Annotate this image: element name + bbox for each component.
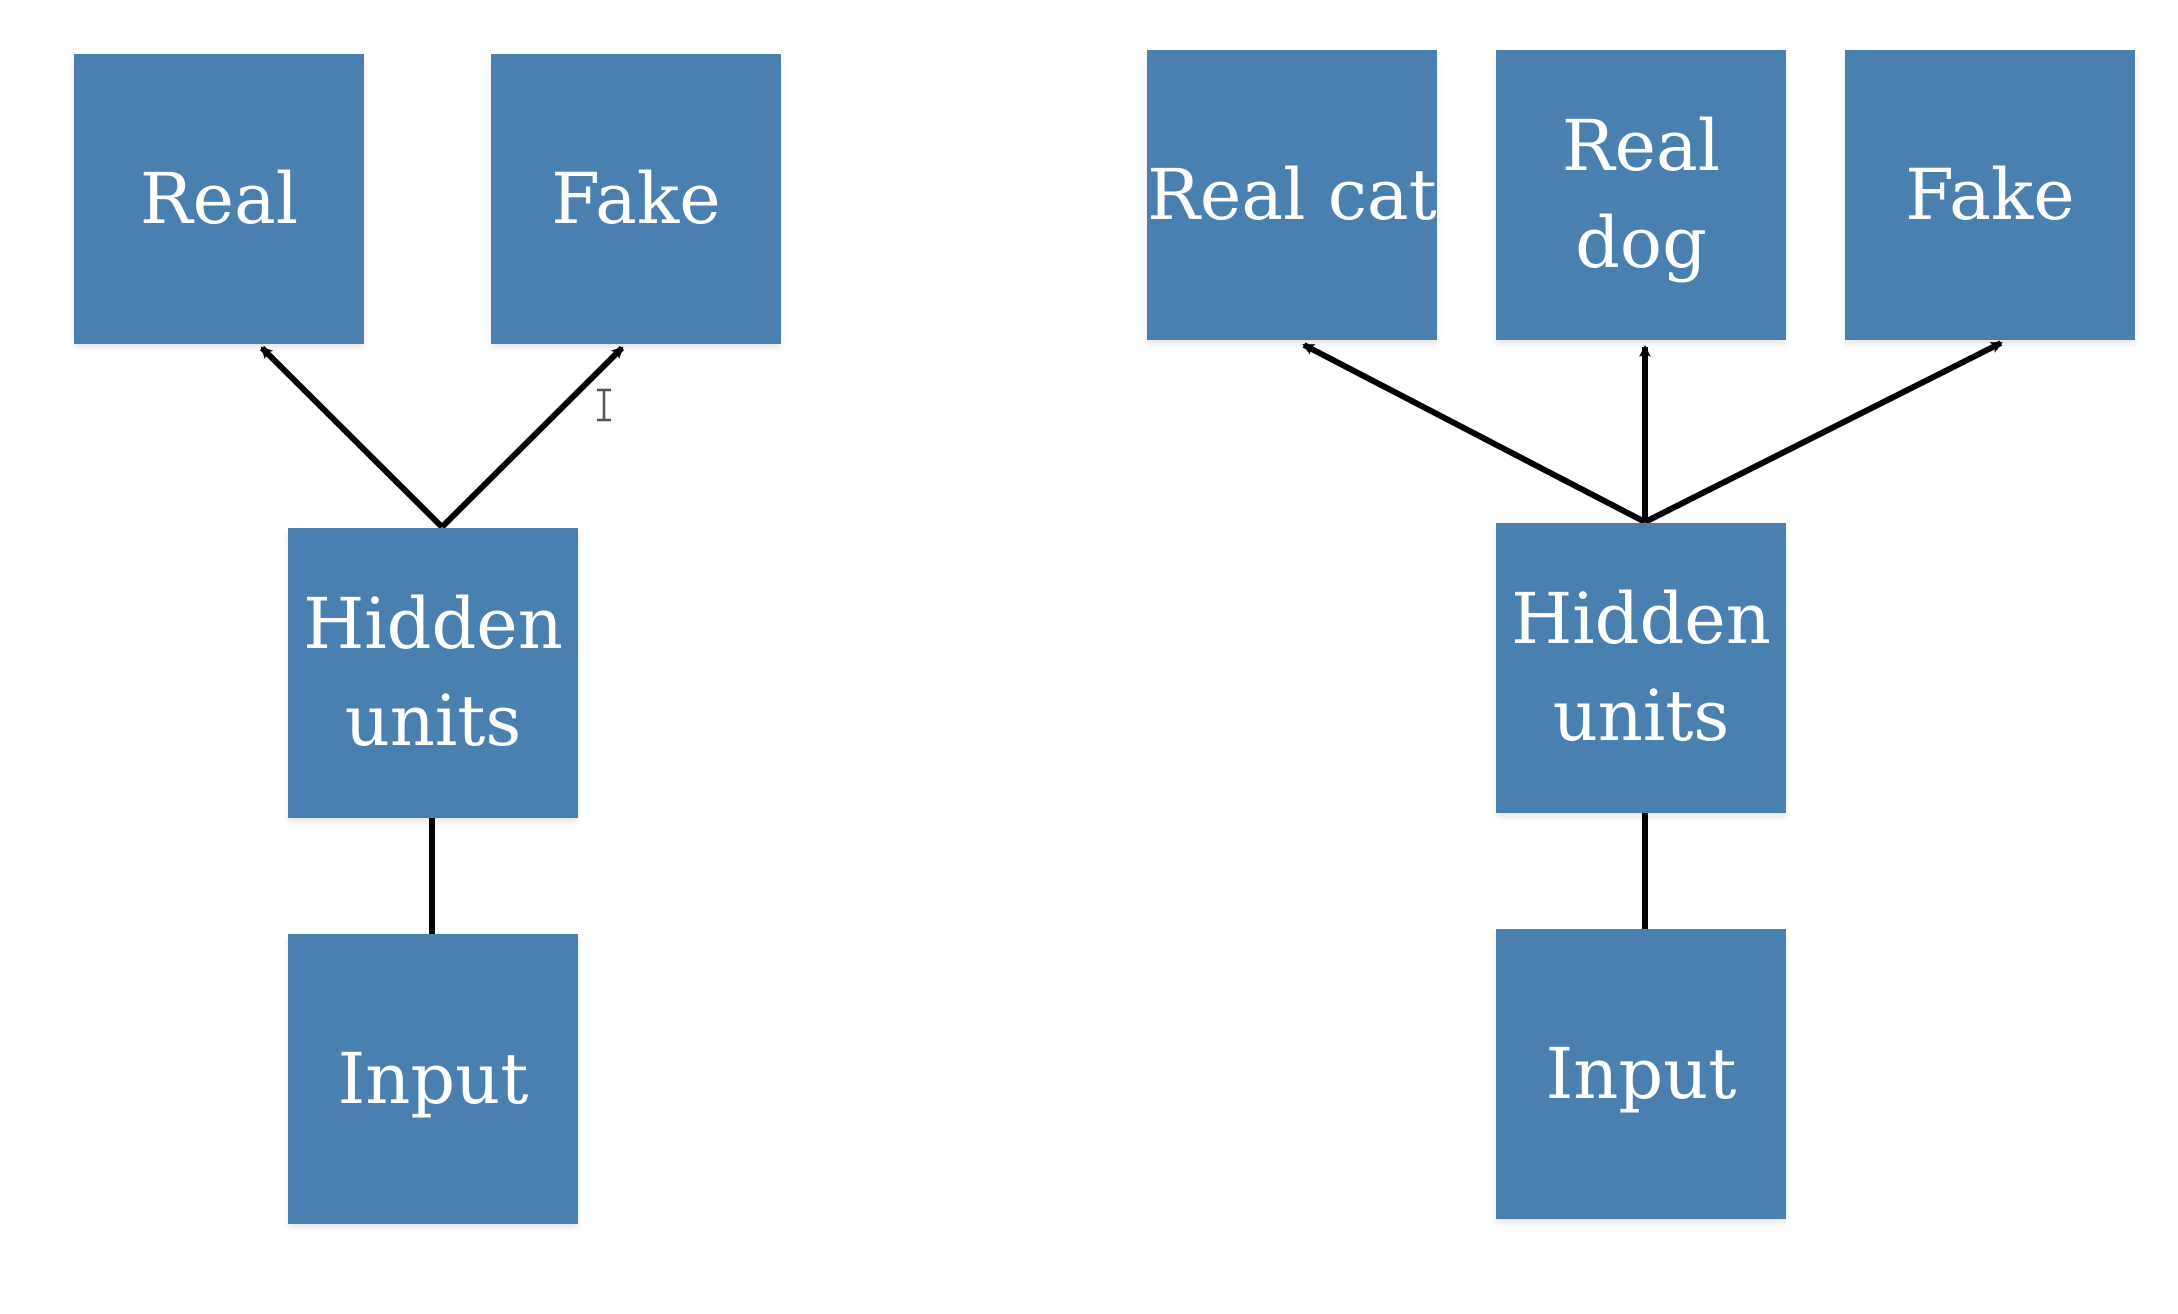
left-output-real-box: Real <box>74 54 364 344</box>
arrow-left-hidden-to-fake <box>439 345 625 530</box>
arrow-right-hidden-to-realcat <box>1302 342 1647 525</box>
left-hidden-units-label: Hidden units <box>303 583 563 762</box>
arrow-right-hidden-to-fake <box>1643 340 2003 525</box>
right-hidden-units-label: Hidden units <box>1511 578 1771 757</box>
left-input-label: Input <box>337 1037 529 1120</box>
left-output-real-label: Real <box>139 157 299 240</box>
right-input-box: Input <box>1496 929 1786 1219</box>
right-output-realcat-box: Real cat <box>1147 50 1437 340</box>
text-cursor-icon <box>597 388 611 422</box>
right-input-label: Input <box>1545 1032 1737 1115</box>
right-output-realcat-label: Real cat <box>1147 153 1437 236</box>
arrow-left-hidden-to-real <box>259 345 445 530</box>
right-output-realdog-label: Real dog <box>1561 105 1721 284</box>
left-hidden-units-box: Hidden units <box>288 528 578 818</box>
right-output-fake-label: Fake <box>1905 153 2075 236</box>
left-input-box: Input <box>288 934 578 1224</box>
right-hidden-units-box: Hidden units <box>1496 523 1786 813</box>
right-output-realdog-box: Real dog <box>1496 50 1786 340</box>
left-output-fake-label: Fake <box>551 157 721 240</box>
right-output-fake-box: Fake <box>1845 50 2135 340</box>
left-output-fake-box: Fake <box>491 54 781 344</box>
